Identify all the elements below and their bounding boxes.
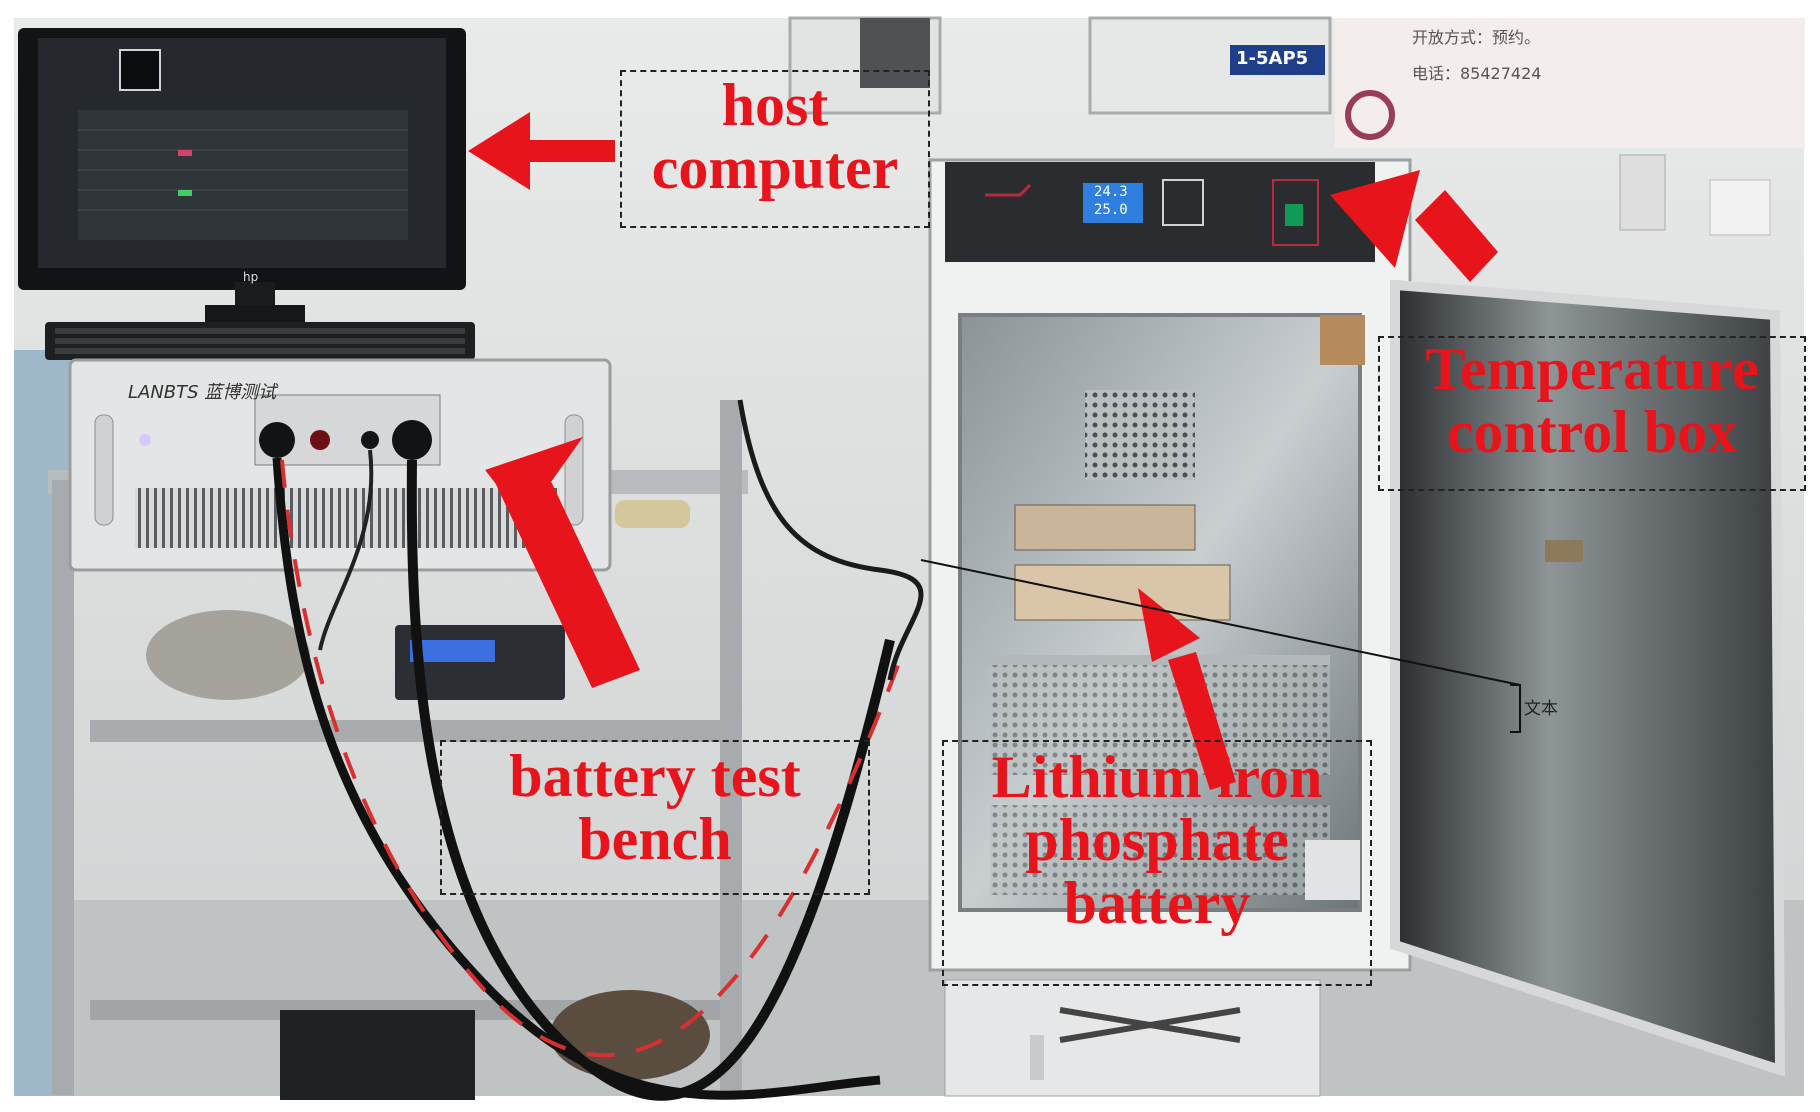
- temperature-control-box-label-line1: Temperature: [1425, 336, 1759, 402]
- wall-thermostat: [1619, 154, 1666, 231]
- light-switch: [1709, 179, 1771, 236]
- tester-handle-left: [94, 414, 114, 526]
- battery-label-line1: Lithium iron: [991, 744, 1323, 810]
- wall-sign-line2: 电话：85427424: [1412, 64, 1542, 83]
- host-computer-box: [620, 70, 930, 228]
- breaker-box: [860, 18, 930, 88]
- wall-sign-line1: 开放方式：预约。: [1412, 28, 1541, 47]
- host-computer-label: host computer: [620, 74, 930, 200]
- host-computer-label-line2: computer: [651, 135, 899, 201]
- bowl: [146, 610, 310, 700]
- text-marker-label: 文本: [1524, 699, 1558, 719]
- chamber-shelf-1: [985, 655, 1330, 665]
- temperature-control-box-label-line2: control box: [1446, 399, 1738, 465]
- screen-data-table: [78, 110, 408, 240]
- chamber-display-bottom: 25.0: [1094, 202, 1128, 218]
- panel-tag-text: 1-5AP5: [1236, 48, 1309, 69]
- temperature-control-box-box: [1378, 336, 1806, 491]
- chamber-rack-2: [990, 805, 1330, 895]
- cart-leg-right: [720, 400, 742, 1095]
- monitor-brand: hp: [243, 270, 259, 284]
- battery-label: Lithium iron phosphate battery: [942, 746, 1372, 935]
- chamber-switch-frame: [1272, 179, 1319, 246]
- cart-middle-shelf: [90, 720, 730, 742]
- wall-sign: [1335, 18, 1805, 148]
- floor-gear-parts: [550, 990, 710, 1080]
- cart-leg-left: [52, 480, 74, 1095]
- leader-line: [920, 559, 1521, 686]
- screen-counter-panel: [119, 49, 161, 91]
- tester-power-led: [139, 434, 151, 446]
- arrow-lithium-battery: [1138, 588, 1236, 790]
- panel-tag: [1230, 45, 1325, 75]
- text-marker-bracket: [1510, 684, 1521, 733]
- sign-logo: [1345, 90, 1395, 140]
- battery-test-bench-label-line2: bench: [578, 806, 732, 872]
- battery-cell-top: [1014, 504, 1196, 551]
- arrow-host-computer: [468, 112, 615, 190]
- chamber-display: [1083, 183, 1143, 223]
- arrow-temperature-control-box: [1330, 170, 1498, 282]
- tester-vent: [135, 488, 560, 548]
- terminal-positive: [392, 420, 432, 460]
- battery-test-bench-label: battery test bench: [440, 745, 870, 871]
- chamber-control-panel: [945, 162, 1375, 262]
- tester-handle-right: [564, 414, 584, 526]
- arrow-battery-test-bench: [485, 437, 640, 688]
- battery-box: [942, 740, 1372, 986]
- temperature-control-box-label: Temperature control box: [1378, 338, 1806, 464]
- terminal-sense-red: [310, 430, 330, 450]
- battery-cell-bottom: [1014, 564, 1231, 621]
- host-computer-label-line1: host: [721, 72, 829, 138]
- terminal-sense-black: [361, 431, 379, 449]
- door-reflection-box: [1545, 540, 1583, 562]
- terminal-negative: [259, 422, 295, 458]
- chamber-keypad: [1162, 179, 1204, 226]
- chamber-hinge-top: [1320, 315, 1365, 365]
- battery-test-bench-label-line1: battery test: [509, 743, 801, 809]
- floor-scale: [280, 1010, 475, 1100]
- tester-brand: LANBTS 蓝博测试: [128, 382, 277, 403]
- battery-label-line3: battery: [1063, 870, 1251, 936]
- cable-black-2: [406, 459, 895, 1101]
- cable-black-1: [272, 457, 881, 1100]
- battery-label-line2: phosphate: [1025, 807, 1289, 873]
- chamber-hinge-bottom: [1305, 840, 1360, 900]
- battery-test-bench-box: [440, 740, 870, 895]
- cable-red-sleeve: [280, 459, 902, 1058]
- chamber-base: [944, 979, 1321, 1097]
- tape-roll: [615, 500, 690, 528]
- chamber-power-switch: [1285, 204, 1303, 226]
- chamber-fan-grill: [1085, 390, 1195, 480]
- chamber-rack-1: [990, 665, 1330, 775]
- chamber-display-top: 24.3: [1094, 184, 1128, 200]
- chamber-door: [1390, 279, 1786, 1077]
